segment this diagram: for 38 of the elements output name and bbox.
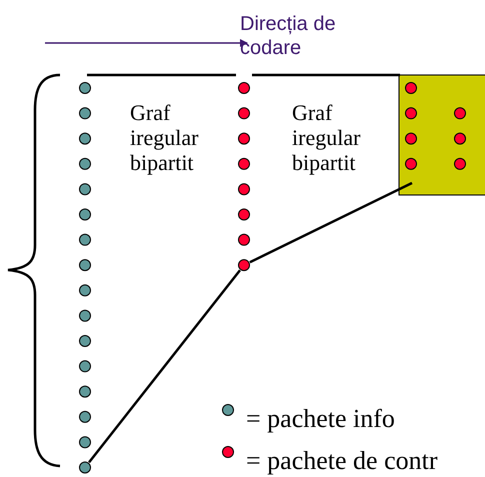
info-packet-dot [79, 132, 91, 145]
info-packet-dot [79, 259, 91, 272]
connector-line [88, 269, 241, 464]
info-packet-dot [79, 360, 91, 372]
check-packet-dot [405, 158, 417, 170]
info-packet-dot [79, 284, 91, 296]
legend-label: = pachete de contr [246, 446, 438, 476]
info-packet-dot [79, 462, 91, 474]
graph-label: Graf iregular bipartit [292, 100, 362, 175]
check-packet-dot [454, 158, 466, 170]
info-packet-dot [79, 158, 91, 170]
check-packet-dot [238, 183, 250, 196]
check-packet-dot [405, 132, 417, 145]
connector-line [249, 182, 413, 264]
info-packet-dot [79, 436, 91, 448]
direction-label: Direcția de codare [240, 12, 337, 60]
info-packet-dot [79, 208, 91, 220]
check-packet-dot [454, 107, 466, 120]
info-packet-dot [79, 82, 91, 94]
check-packet-dot [238, 208, 250, 220]
check-packet-dot [454, 132, 466, 145]
info-packet-dot [79, 107, 91, 120]
check-packet-dot [238, 259, 250, 272]
info-packet-dot [79, 183, 91, 196]
check-packet-dot [238, 107, 250, 120]
info-packet-dot [79, 386, 91, 398]
check-packet-dot [238, 132, 250, 145]
check-packet-dot [238, 234, 250, 246]
info-packet-dot [79, 234, 91, 246]
check-packet-dot [238, 158, 250, 170]
check-packet-dot [238, 82, 250, 94]
info-packet-dot [79, 410, 91, 423]
check-packet-dot [405, 107, 417, 120]
legend-label: = pachete info [246, 404, 395, 434]
zoom-panel [398, 74, 485, 196]
info-packet-dot [79, 310, 91, 322]
info-packet-dot [79, 335, 91, 347]
graph-label: Graf iregular bipartit [130, 100, 200, 175]
